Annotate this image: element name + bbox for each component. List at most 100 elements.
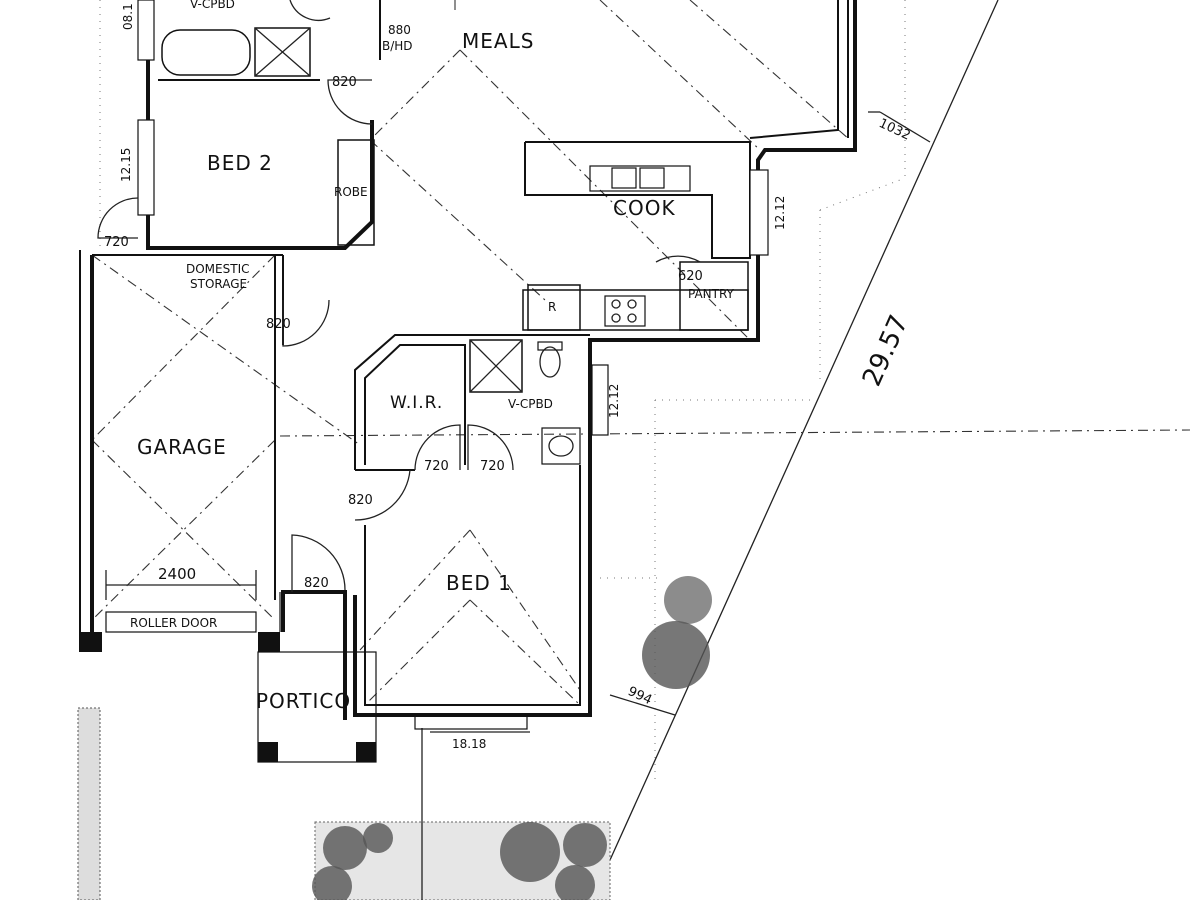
wall xyxy=(353,0,857,717)
shrub-icon xyxy=(642,621,710,689)
shower-bath xyxy=(254,27,311,77)
roof-hip xyxy=(469,529,581,691)
shower-cross xyxy=(469,339,523,393)
roller-door xyxy=(105,611,257,633)
dim-label: 2400 xyxy=(158,565,196,583)
dim-label: 08.1 xyxy=(121,3,135,30)
shrub-icon xyxy=(555,865,595,900)
dimension-labels: 08.1 880 B/HD 820 12.15 720 1032 12.12 6… xyxy=(104,3,915,751)
window xyxy=(749,169,769,256)
fridge-space xyxy=(527,284,581,331)
fence-strip xyxy=(77,707,101,900)
roof-hip xyxy=(91,439,276,621)
dim-label: 720 xyxy=(480,459,505,474)
roof-hip xyxy=(369,49,461,141)
room-label-bed1: BED 1 xyxy=(446,571,512,595)
post xyxy=(258,742,278,762)
room-label-storage: STORAGE xyxy=(190,277,247,291)
cooktop-burner xyxy=(611,313,621,323)
room-label-wir: W.I.R. xyxy=(390,393,443,413)
window xyxy=(591,364,609,436)
sink-bowl xyxy=(639,167,665,189)
wall xyxy=(354,334,590,470)
cooktop-burner xyxy=(627,313,637,323)
door-swing xyxy=(282,299,330,347)
boundary-line xyxy=(609,0,999,861)
robe-outline xyxy=(337,139,375,246)
roof-hip xyxy=(91,254,276,441)
wall xyxy=(281,590,347,720)
room-label-pantry: PANTRY xyxy=(688,287,735,301)
room-label-robe: ROBE xyxy=(334,185,368,199)
window xyxy=(137,119,155,216)
easement-line xyxy=(279,429,1191,437)
shower xyxy=(469,339,523,393)
portico-outline xyxy=(257,651,377,763)
shower-cross xyxy=(254,27,311,77)
room-label-garage: GARAGE xyxy=(137,435,227,459)
vanity xyxy=(541,427,581,465)
room-label-bed2: BED 2 xyxy=(207,151,273,175)
pier xyxy=(258,632,280,652)
dim-label: B/HD xyxy=(382,39,413,53)
cooktop-burner xyxy=(611,299,621,309)
toilet xyxy=(539,346,561,378)
sink xyxy=(589,165,691,192)
roof-lines xyxy=(91,0,851,706)
room-label-vcpbd-ensuite: V-CPBD xyxy=(508,397,553,411)
shrub-icon xyxy=(500,822,560,882)
post xyxy=(356,742,376,762)
door-swing xyxy=(289,0,331,21)
window xyxy=(137,0,155,61)
roof-hip xyxy=(91,254,361,446)
cooktop xyxy=(604,295,646,327)
dim-label: 720 xyxy=(104,235,129,250)
pantry-outline xyxy=(679,261,749,331)
roof-hip xyxy=(364,599,471,706)
shrub-icon xyxy=(312,866,352,900)
shrub-icon xyxy=(563,823,607,867)
roof-hip xyxy=(599,0,761,151)
setback-line xyxy=(819,179,901,211)
roof-hip xyxy=(369,139,546,301)
dim-label: 18.18 xyxy=(452,737,486,751)
door-swing xyxy=(97,197,139,239)
wall-bed1 xyxy=(364,465,581,706)
sink-bowl xyxy=(611,167,637,189)
door-swing xyxy=(655,255,701,263)
room-label-domestic: DOMESTIC xyxy=(186,262,250,276)
room-label-cook: COOK xyxy=(613,196,676,220)
dim-line xyxy=(879,111,931,143)
boundary-length-label: 29.57 xyxy=(857,311,915,391)
pier xyxy=(80,632,102,652)
dim-line xyxy=(609,694,676,716)
dim-label: 720 xyxy=(424,459,449,474)
door-swing xyxy=(291,534,346,592)
roof-hip xyxy=(689,0,851,141)
fridge-label: R xyxy=(548,300,556,314)
walls xyxy=(79,0,857,763)
bathtub xyxy=(161,29,251,76)
roof-hip xyxy=(359,529,471,651)
shrub-icon xyxy=(323,826,367,870)
site-boundary xyxy=(77,0,1191,900)
wall-wir xyxy=(364,344,466,465)
kitchen-bench xyxy=(524,141,751,259)
room-label-roller-door: ROLLER DOOR xyxy=(130,616,217,630)
toilet-cistern xyxy=(537,341,563,351)
door-swing xyxy=(467,424,514,471)
room-label-meals: MEALS xyxy=(462,29,534,53)
room-label-portico: PORTICO xyxy=(256,689,351,713)
dimension-lines xyxy=(105,111,931,733)
cooktop-burner xyxy=(627,299,637,309)
dim-label: 12.12 xyxy=(773,196,787,230)
door-swing xyxy=(354,469,411,521)
dim-label: 820 xyxy=(266,317,291,332)
wall xyxy=(749,0,839,139)
dim-label: 880 xyxy=(388,23,411,37)
roof-hip xyxy=(469,599,581,706)
dim-label: 820 xyxy=(304,576,329,591)
basin xyxy=(548,435,574,457)
room-label-vcpbd-top: V-CPBD xyxy=(190,0,235,11)
